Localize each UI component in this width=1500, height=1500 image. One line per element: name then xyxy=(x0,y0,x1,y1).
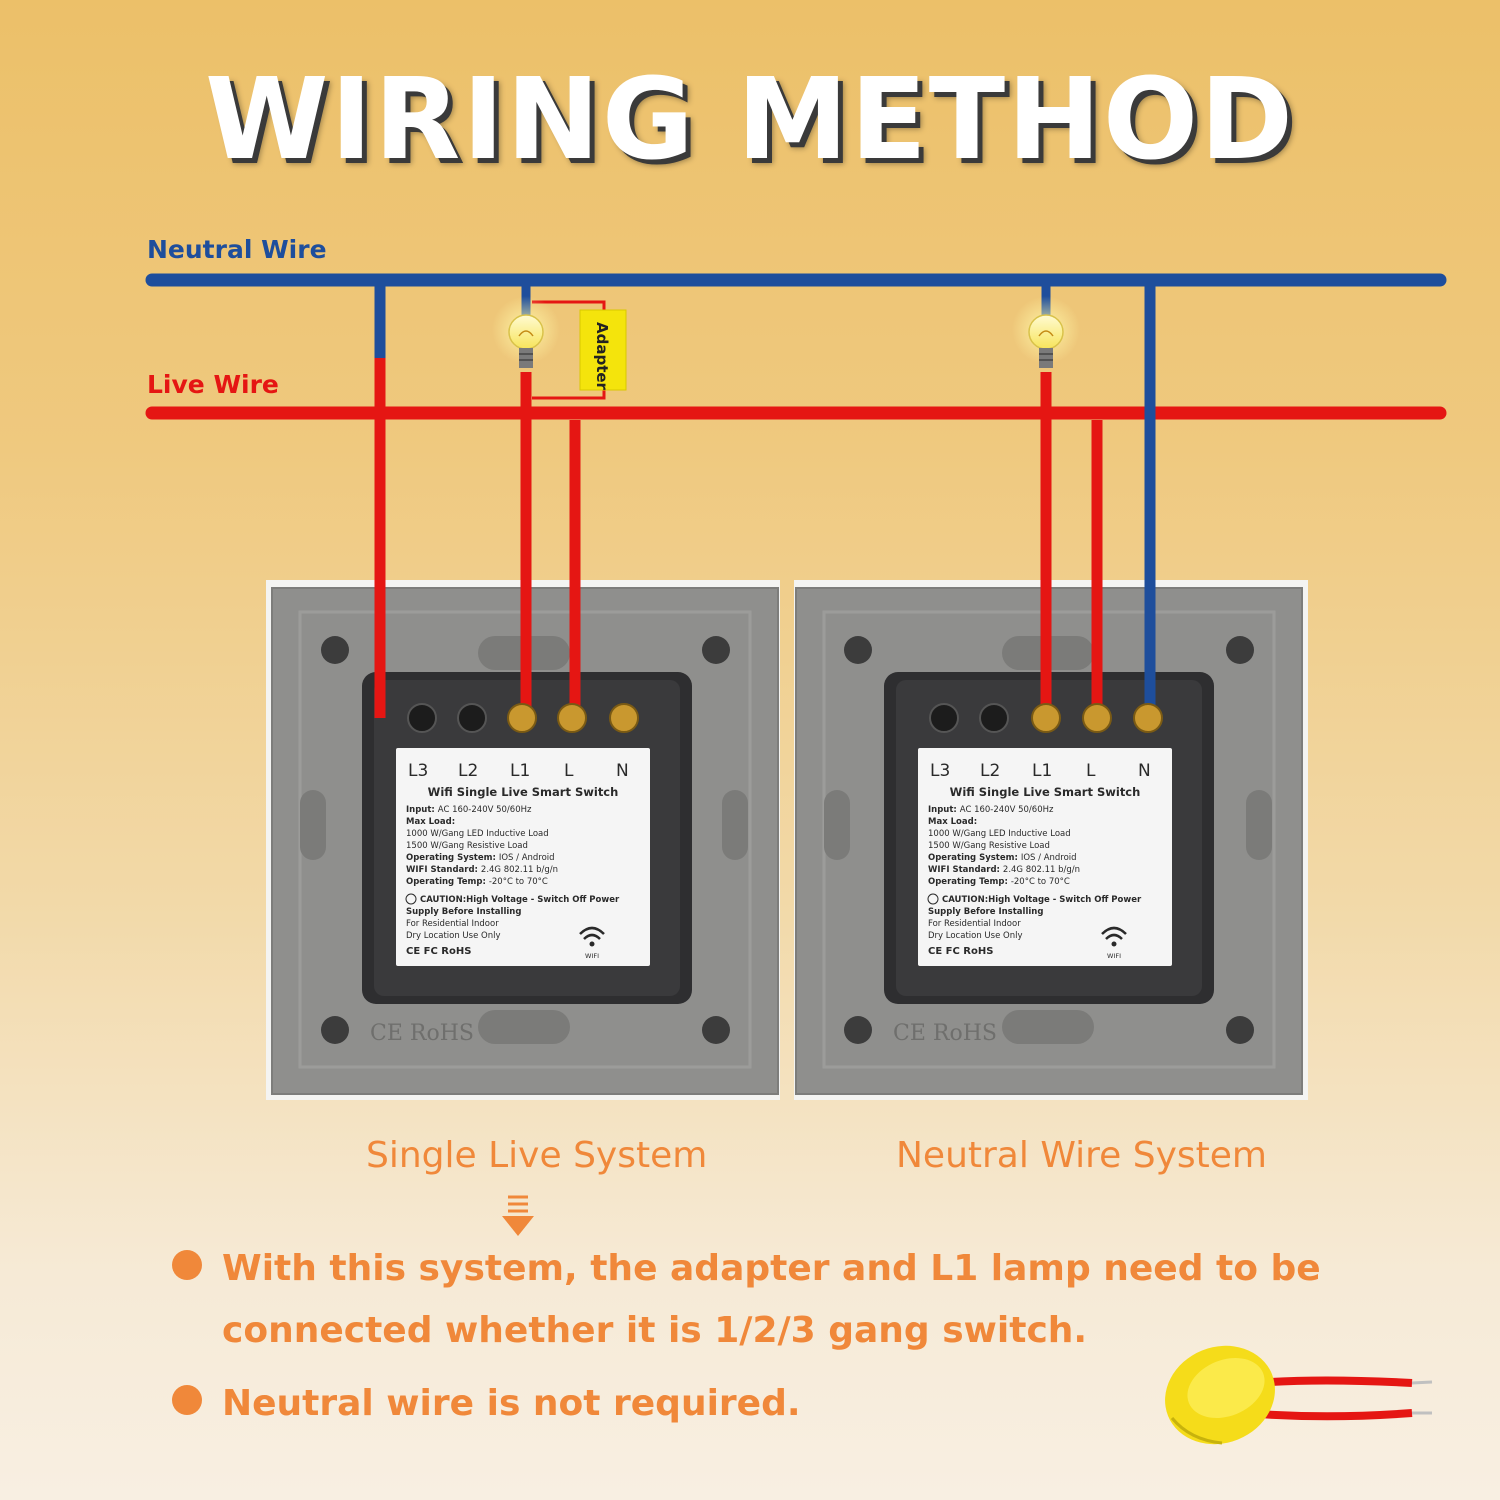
product-name: Wifi Single Live Smart Switch xyxy=(428,785,619,799)
back-cert-mark: CE RoHS xyxy=(893,1021,997,1046)
adapter xyxy=(579,309,627,391)
terminal-label: L xyxy=(1086,761,1096,781)
terminal-label: L1 xyxy=(1032,761,1052,781)
certification-marks: CE FC RoHS xyxy=(406,946,471,957)
spec-label: L3 L2 L1 L N Wifi Single Live Smart SwitchInp… xyxy=(918,748,1172,966)
screw-hole xyxy=(702,636,730,664)
screw-hole xyxy=(321,636,349,664)
adapter-capacitor-image xyxy=(1165,1345,1433,1445)
spec-line: Input: AC 160-240V 50/60Hz xyxy=(928,805,1054,815)
caution-text: CAUTION:High Voltage - Switch Off Power xyxy=(942,895,1142,905)
back-cert-mark: CE RoHS xyxy=(370,1021,474,1046)
caution-text: CAUTION:High Voltage - Switch Off Power xyxy=(420,895,620,905)
spec-line: Operating System: IOS / Android xyxy=(928,853,1077,863)
terminal-label: N xyxy=(1138,761,1151,781)
live-wire-label: Live Wire xyxy=(147,370,279,399)
lamp-icon xyxy=(1012,296,1080,368)
down-arrow-icon xyxy=(502,1195,534,1236)
bullet-item: With this system, the adapter and L1 lam… xyxy=(172,1238,1352,1362)
spec-line: 1000 W/Gang LED Inductive Load xyxy=(406,829,549,839)
terminal-label: L3 xyxy=(408,761,428,781)
screw-hole xyxy=(702,1016,730,1044)
terminal-label: L2 xyxy=(458,761,478,781)
caution-icon xyxy=(405,893,417,905)
screw-hole xyxy=(321,1016,349,1044)
product-name: Wifi Single Live Smart Switch xyxy=(950,785,1141,799)
page-title: WIRING METHOD xyxy=(204,55,1296,185)
terminal-block xyxy=(407,703,639,733)
bullet-text: Neutral wire is not required. xyxy=(222,1383,801,1424)
lamp-icon xyxy=(492,296,560,368)
screw-hole xyxy=(844,636,872,664)
spec-line: 1500 W/Gang Resistive Load xyxy=(928,841,1050,851)
wifi-icon xyxy=(1101,926,1127,947)
terminal-label: L3 xyxy=(930,761,950,781)
neutral-wire-label: Neutral Wire xyxy=(147,235,327,264)
terminal-label: N xyxy=(616,761,629,781)
screw-hole xyxy=(844,1016,872,1044)
spec-line: 1000 W/Gang LED Inductive Load xyxy=(928,829,1071,839)
spec-line: Max Load: xyxy=(928,817,977,827)
note-text: For Residential Indoor xyxy=(406,919,499,929)
neutral-wire-system-label: Neutral Wire System xyxy=(896,1135,1267,1176)
spec-line: Max Load: xyxy=(406,817,455,827)
bullet-item: Neutral wire is not required. xyxy=(172,1373,1352,1435)
certification-marks: CE FC RoHS xyxy=(928,946,993,957)
spec-line: WIFI Standard: 2.4G 802.11 b/g/n xyxy=(406,865,558,875)
terminal-label: L2 xyxy=(980,761,1000,781)
spec-line: Input: AC 160-240V 50/60Hz xyxy=(406,805,532,815)
wifi-label: WIFI xyxy=(585,952,599,960)
wifi-label: WIFI xyxy=(1107,952,1121,960)
bullet-icon xyxy=(172,1385,202,1415)
wifi-icon xyxy=(579,926,605,947)
screw-hole xyxy=(1226,636,1254,664)
note-text: Dry Location Use Only xyxy=(406,931,500,941)
bullet-text: With this system, the adapter and L1 lam… xyxy=(222,1248,1321,1351)
note-text: For Residential Indoor xyxy=(928,919,1021,929)
note-text: Dry Location Use Only xyxy=(928,931,1022,941)
screw-hole xyxy=(1226,1016,1254,1044)
terminal-block xyxy=(929,703,1163,733)
terminal-label: L xyxy=(564,761,574,781)
spec-line: WIFI Standard: 2.4G 802.11 b/g/n xyxy=(928,865,1080,875)
spec-line: 1500 W/Gang Resistive Load xyxy=(406,841,528,851)
caution-text: Supply Before Installing xyxy=(406,907,521,917)
spec-line: Operating Temp: -20°C to 70°C xyxy=(928,877,1070,887)
spec-label: L3 L2 L1 L N Wifi Single Live Smart SwitchInp… xyxy=(396,748,650,966)
single-live-system-label: Single Live System xyxy=(366,1135,708,1176)
caution-icon xyxy=(927,893,939,905)
spec-line: Operating Temp: -20°C to 70°C xyxy=(406,877,548,887)
spec-line: Operating System: IOS / Android xyxy=(406,853,555,863)
adapter-label: Adapter xyxy=(593,322,611,391)
bullet-icon xyxy=(172,1250,202,1280)
caution-text: Supply Before Installing xyxy=(928,907,1043,917)
terminal-label: L1 xyxy=(510,761,530,781)
